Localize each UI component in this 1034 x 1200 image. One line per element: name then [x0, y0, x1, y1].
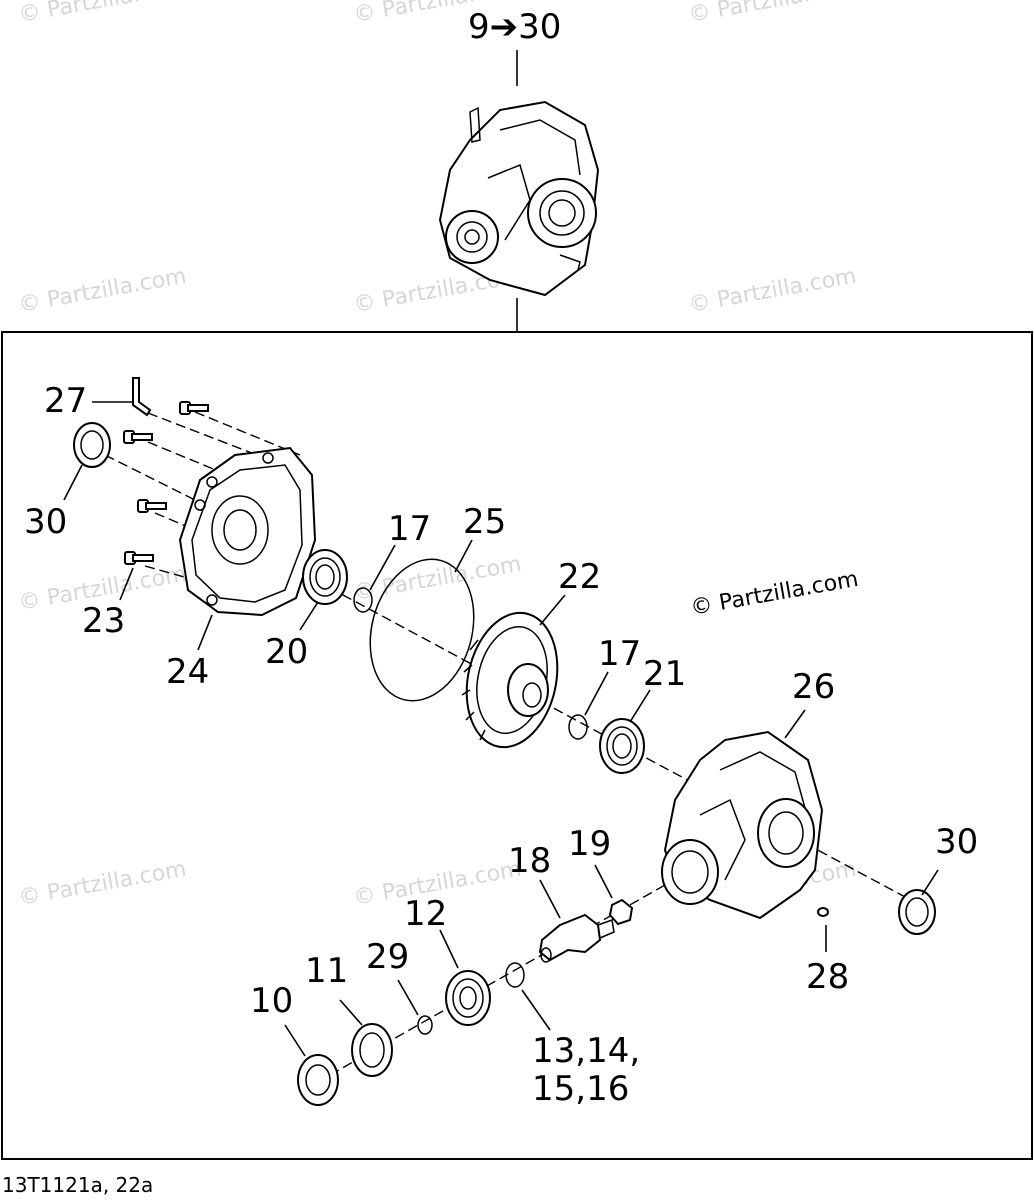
callout-30-left: 30: [24, 502, 67, 542]
part-29-ring: [417, 1015, 433, 1035]
callout-labels: 27 30 23 24 20 17 25 22 17 21 26 30 18 1…: [24, 381, 978, 1109]
callout-27: 27: [44, 381, 87, 421]
callout-17-upper: 17: [388, 509, 431, 549]
part-21-bearing: [599, 718, 645, 774]
part-10-oil-seal: [297, 1054, 339, 1106]
callout-17-lower: 17: [598, 634, 641, 674]
callout-13-14: 13,14,: [532, 1031, 640, 1071]
part-11-spacer: [351, 1023, 393, 1077]
callout-18: 18: [508, 841, 551, 881]
callout-22: 22: [558, 557, 601, 597]
callout-21: 21: [643, 654, 686, 694]
part-17-ring-lower: [568, 714, 588, 740]
callout-15-16: 15,16: [532, 1069, 629, 1109]
watermark-text: © Partzilla.com: [687, 0, 859, 28]
part-24-housing-cover: [178, 446, 317, 617]
callout-26: 26: [792, 667, 835, 707]
callout-10: 10: [250, 981, 293, 1021]
callout-24: 24: [166, 652, 209, 692]
part-26-housing: [661, 730, 824, 920]
callout-leaders: [63, 401, 939, 1057]
part-28-plug: [817, 907, 829, 917]
callout-11: 11: [305, 951, 348, 991]
part-13-16-shims: [505, 962, 525, 988]
part-22-ring-gear: [461, 611, 559, 749]
part-30-oil-seal-right: [898, 889, 936, 935]
watermark-text-dark: © Partzilla.com: [689, 567, 861, 621]
watermark-text: © Partzilla.com: [17, 857, 189, 911]
callout-19: 19: [568, 824, 611, 864]
exploded-view-frame: [1, 331, 1033, 1160]
callout-28: 28: [806, 957, 849, 997]
watermark-text: © Partzilla.com: [17, 0, 189, 28]
part-12-bearing: [445, 970, 491, 1026]
watermark-text: © Partzilla.com: [17, 264, 189, 318]
callout-29: 29: [366, 937, 409, 977]
watermark-text: © Partzilla.com: [687, 264, 859, 318]
part-23-bolts: [123, 401, 209, 565]
part-20-bearing: [302, 549, 348, 605]
part-17-ring-upper: [353, 587, 373, 613]
assembly-callout: 9➔30: [468, 7, 561, 47]
part-27-bent-tube: [132, 377, 152, 417]
callout-23: 23: [82, 601, 125, 641]
part-19-nut: [608, 898, 634, 926]
callout-12: 12: [404, 894, 447, 934]
part-18-pinion-shaft: [538, 913, 615, 963]
callout-25: 25: [463, 502, 506, 542]
part-30-oil-seal-left: [73, 422, 111, 468]
callout-20: 20: [265, 632, 308, 672]
drawing-code: 13T1121a, 22a: [2, 1173, 153, 1197]
assembly-axes: [104, 411, 921, 1076]
part-25-o-ring: [369, 558, 475, 702]
housing-assembly: [438, 100, 600, 297]
callout-30-right: 30: [935, 822, 978, 862]
